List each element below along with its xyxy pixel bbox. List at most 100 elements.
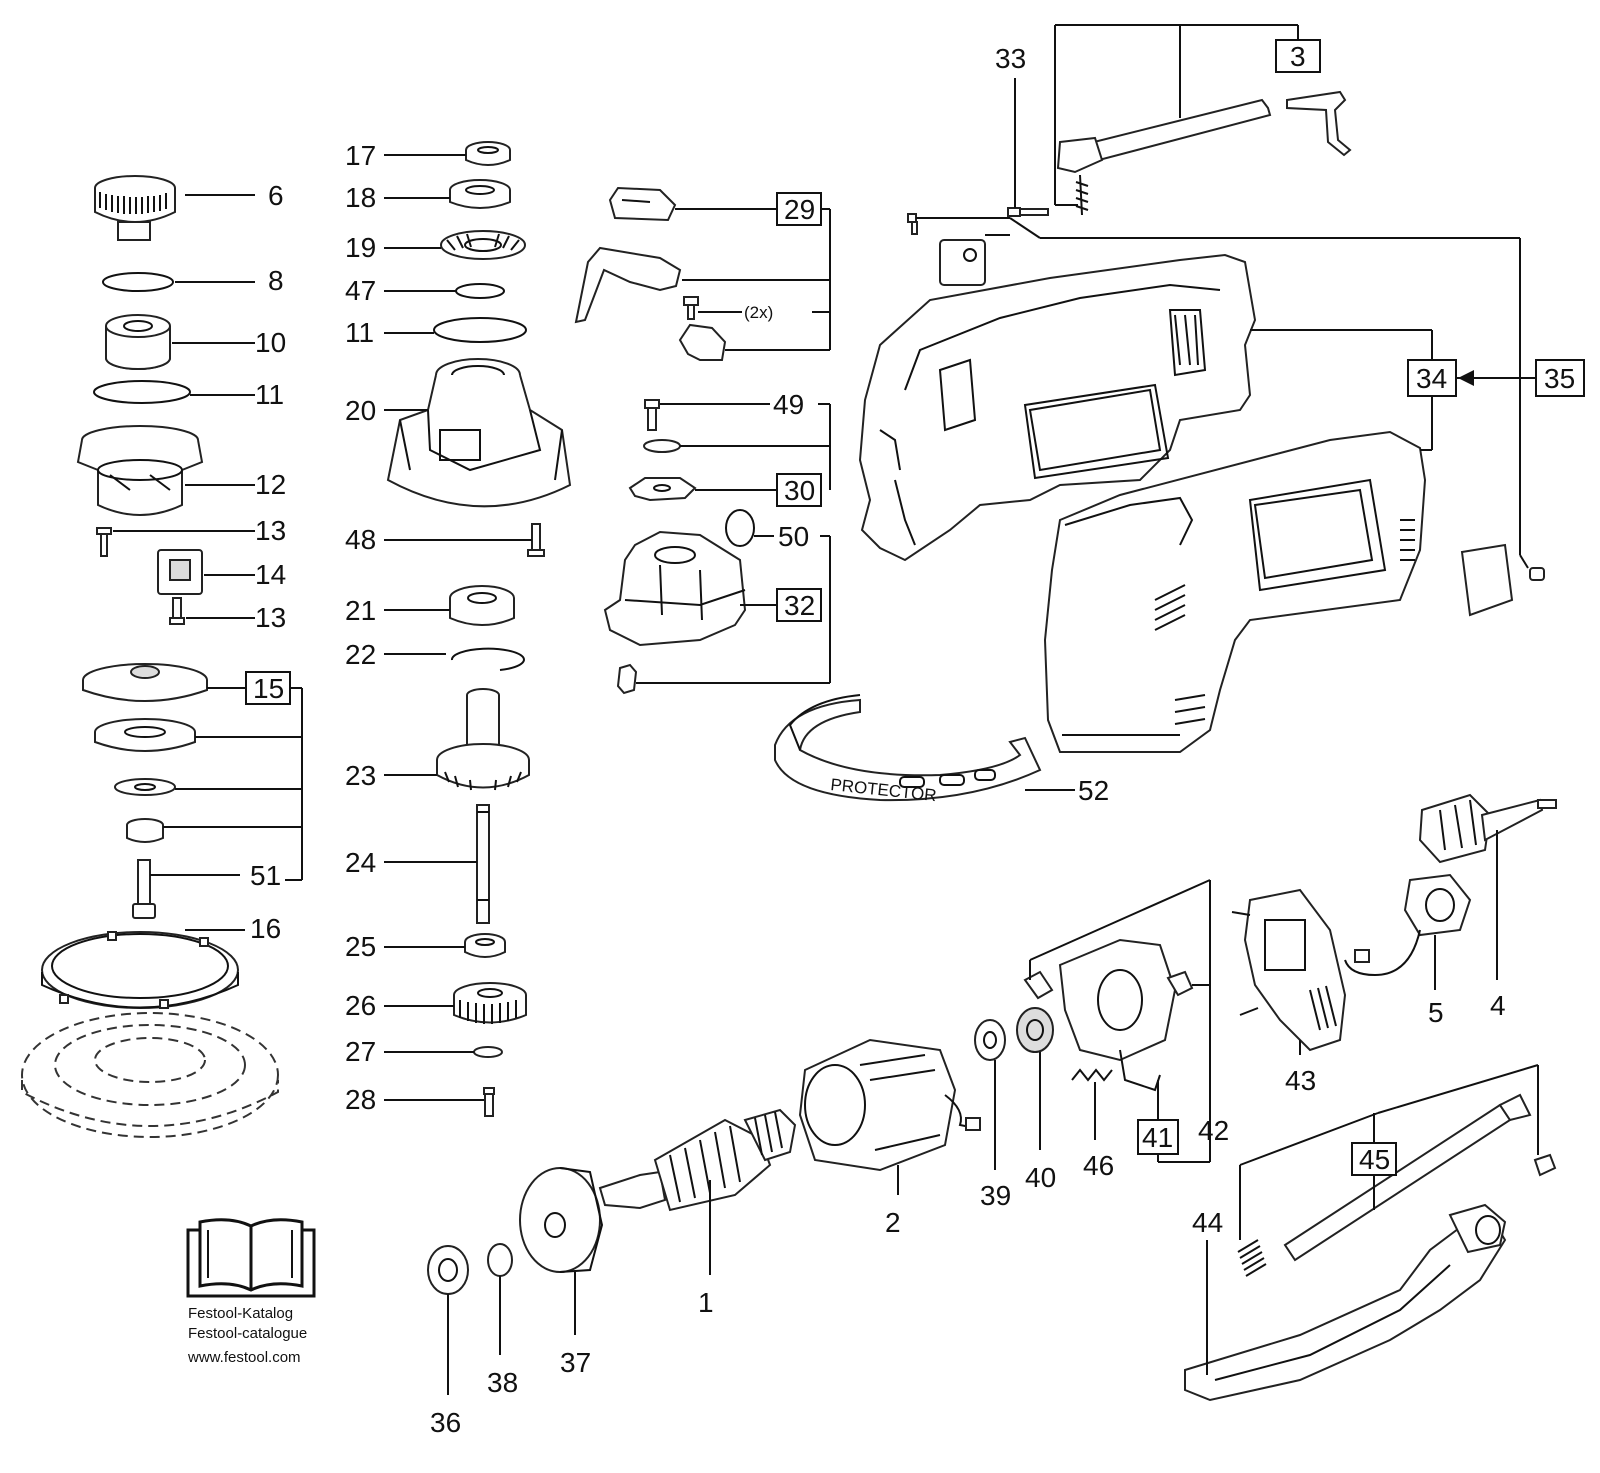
part-46-spring bbox=[1071, 1068, 1113, 1082]
callout-16: 16 bbox=[250, 913, 281, 944]
catalog-line-3: www.festool.com bbox=[187, 1349, 301, 1366]
callout-5: 5 bbox=[1428, 997, 1444, 1028]
callout-13-lower: 13 bbox=[255, 602, 286, 633]
quantity-note-2x: (2x) bbox=[744, 303, 773, 322]
part-11-o-ring bbox=[93, 380, 191, 404]
callout-22: 22 bbox=[345, 639, 376, 670]
callout-8: 8 bbox=[268, 265, 284, 296]
part-13-screw bbox=[96, 527, 112, 557]
callout-48: 48 bbox=[345, 524, 376, 555]
part-33-screw bbox=[1007, 207, 1049, 217]
part-37-fan bbox=[519, 1167, 604, 1273]
callout-25: 25 bbox=[345, 931, 376, 962]
part-13-screw-lower bbox=[169, 597, 185, 625]
callout-3: 3 bbox=[1290, 41, 1306, 72]
callout-26: 26 bbox=[345, 990, 376, 1021]
part-12-bearing-housing bbox=[76, 425, 204, 516]
callout-29: 29 bbox=[784, 194, 815, 225]
callout-13-upper: 13 bbox=[255, 515, 286, 546]
callout-10: 10 bbox=[255, 327, 286, 358]
part-18-bearing bbox=[449, 179, 511, 209]
callout-46: 46 bbox=[1083, 1150, 1114, 1181]
catalog-book-icon bbox=[186, 1218, 316, 1298]
callout-43: 43 bbox=[1285, 1065, 1316, 1096]
part-15-brake-ring-kit bbox=[82, 663, 208, 843]
callout-42: 42 bbox=[1198, 1115, 1229, 1146]
callout-33: 33 bbox=[995, 43, 1026, 74]
callout-15: 15 bbox=[253, 673, 284, 704]
part-29-switch-parts bbox=[574, 186, 727, 361]
part-8-circlip bbox=[102, 272, 174, 292]
callout-30: 30 bbox=[784, 475, 815, 506]
part-19-seal bbox=[440, 230, 526, 260]
callout-51: 51 bbox=[250, 860, 281, 891]
callout-49: 49 bbox=[773, 389, 804, 420]
part-50-washer bbox=[725, 509, 755, 547]
callout-45-box bbox=[1351, 1142, 1397, 1176]
callout-38: 38 bbox=[487, 1367, 518, 1398]
callout-14: 14 bbox=[255, 559, 286, 590]
part-52-protector-guard: PROTECTOR bbox=[774, 694, 1042, 805]
callout-12: 12 bbox=[255, 469, 286, 500]
catalog-line-1: Festool-Katalog bbox=[188, 1305, 293, 1322]
part-22-circlip bbox=[451, 647, 525, 671]
callout-41: 41 bbox=[1142, 1122, 1173, 1153]
callout-23: 23 bbox=[345, 760, 376, 791]
part-44-extraction-channel bbox=[1184, 1203, 1507, 1402]
sanding-pad-outline bbox=[21, 1012, 279, 1138]
part-6-gear-hub bbox=[94, 175, 176, 241]
part-27-washer bbox=[473, 1046, 503, 1058]
callout-24: 24 bbox=[345, 847, 376, 878]
callout-36: 36 bbox=[430, 1407, 461, 1438]
part-3-switch-rod bbox=[1056, 90, 1352, 216]
callout-17: 17 bbox=[345, 140, 376, 171]
callout-6: 6 bbox=[268, 180, 284, 211]
callout-27: 27 bbox=[345, 1036, 376, 1067]
callout-35: 35 bbox=[1544, 363, 1575, 394]
part-25-bearing bbox=[464, 933, 506, 958]
part-11-o-ring-middle bbox=[433, 317, 527, 343]
part-45-switch-rod-assembly bbox=[1237, 1093, 1557, 1277]
part-30-motor-mount-parts bbox=[628, 399, 697, 502]
catalog-line-2: Festool-catalogue bbox=[188, 1325, 307, 1342]
part-51-bolt bbox=[132, 859, 156, 919]
part-43-electronics-module bbox=[1231, 888, 1347, 1052]
callout-20: 20 bbox=[345, 395, 376, 426]
callout-32: 32 bbox=[784, 590, 815, 621]
callout-44: 44 bbox=[1192, 1207, 1223, 1238]
callout-45: 45 bbox=[1359, 1144, 1390, 1175]
callout-34: 34 bbox=[1416, 363, 1447, 394]
part-28-screw bbox=[483, 1087, 495, 1117]
part-2-stator bbox=[798, 1038, 981, 1172]
part-24-pin bbox=[476, 804, 490, 924]
part-26-gear bbox=[453, 982, 527, 1024]
part-23-eccentric-shaft bbox=[436, 688, 530, 791]
part-47-washer bbox=[455, 283, 505, 299]
part-38-washer bbox=[487, 1243, 513, 1277]
part-4-plug-it-socket bbox=[1418, 793, 1557, 864]
callout-47: 47 bbox=[345, 275, 376, 306]
part-39-bearing bbox=[974, 1019, 1006, 1061]
part-40-bearing-seal bbox=[1016, 1007, 1054, 1053]
callout-2: 2 bbox=[885, 1207, 901, 1238]
callout-3-box bbox=[1275, 39, 1321, 73]
part-36-bearing bbox=[427, 1245, 469, 1295]
part-41-brush-holder bbox=[1023, 938, 1194, 1092]
callout-19: 19 bbox=[345, 232, 376, 263]
part-32-motor-housing bbox=[603, 530, 747, 647]
part-14-clip bbox=[157, 549, 203, 595]
part-10-bearing bbox=[105, 314, 171, 370]
callout-52: 52 bbox=[1078, 775, 1109, 806]
part-1-armature bbox=[598, 1108, 797, 1212]
part-housing-lower-shell bbox=[1043, 430, 1427, 753]
callout-41-box bbox=[1137, 1119, 1179, 1155]
part-5-cable-connector bbox=[1344, 873, 1472, 977]
callout-28: 28 bbox=[345, 1084, 376, 1115]
callout-4: 4 bbox=[1490, 990, 1506, 1021]
callout-40: 40 bbox=[1025, 1162, 1056, 1193]
part-48-screw bbox=[527, 523, 545, 557]
callout-18: 18 bbox=[345, 182, 376, 213]
part-21-bearing bbox=[449, 585, 515, 626]
callout-50: 50 bbox=[778, 521, 809, 552]
